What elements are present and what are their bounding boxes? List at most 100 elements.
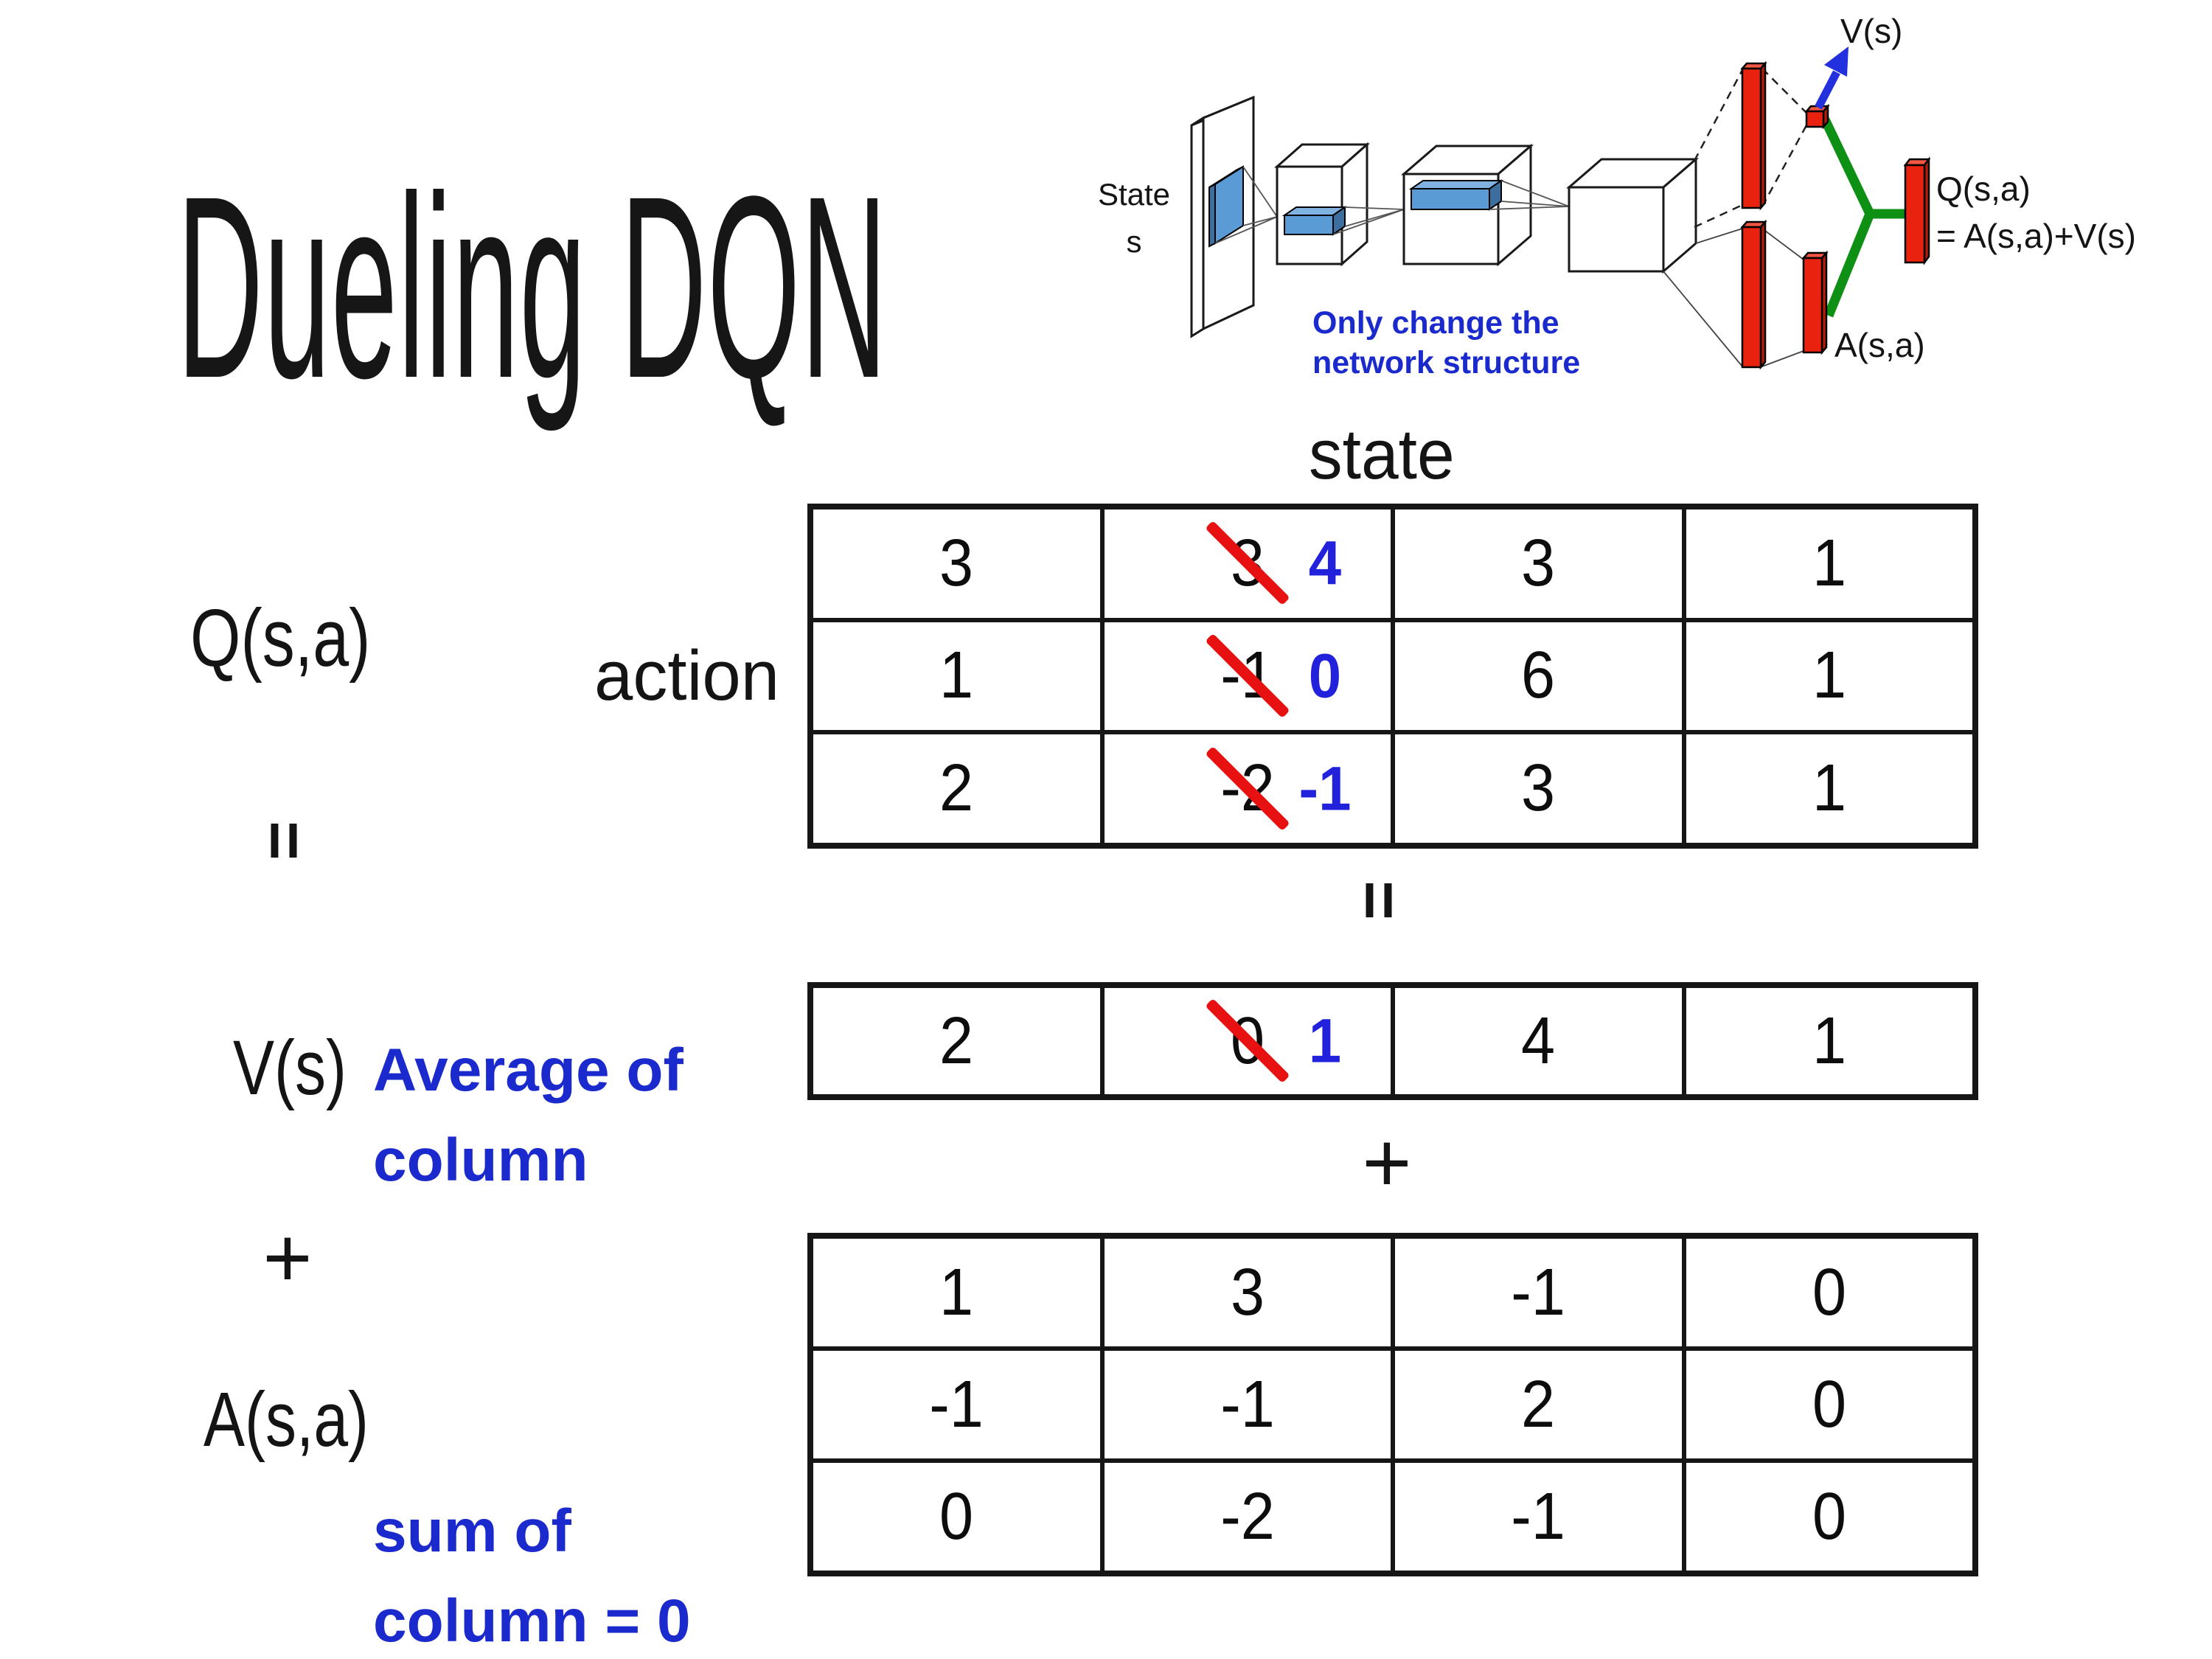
- cell-original-wrap: -1: [1205, 633, 1290, 719]
- a-cell-r1c0: -1: [811, 1349, 1102, 1461]
- cell-value: 3: [1521, 526, 1556, 600]
- diagram-note-line1: Only change the: [1312, 305, 1559, 341]
- q-cell-r2c3: 1: [1683, 732, 1975, 845]
- advantage-stream-lines: [1663, 228, 1804, 367]
- page-title: Dueling DQN: [177, 142, 888, 432]
- a-cell-r1c1: -1: [1102, 1349, 1393, 1461]
- q-cell-r1c0: 1: [811, 619, 1102, 733]
- advantage-output-bar: [1801, 250, 1829, 355]
- q-cell-r0c2: 3: [1393, 507, 1684, 620]
- cell-value: 0: [1812, 1255, 1846, 1329]
- cell-value: -1: [1220, 1367, 1275, 1441]
- sum-note: sum of column = 0: [373, 1486, 691, 1659]
- cell-corrected-value: -1: [1298, 754, 1352, 824]
- cell-corrected-value: 0: [1308, 641, 1341, 711]
- a-cell-r1c3: 0: [1683, 1349, 1975, 1461]
- merge-connector: [1820, 117, 1905, 318]
- cell-value: 3: [1521, 751, 1556, 826]
- a-cell-r0c1: 3: [1102, 1237, 1393, 1349]
- cell-value: 1: [939, 1255, 974, 1329]
- cell-value: 1: [1812, 751, 1846, 826]
- value-hidden-bar: [1740, 60, 1767, 211]
- fc-fan-lines: [1489, 180, 1570, 210]
- v-cell-c1: 0 1: [1102, 986, 1393, 1096]
- cell-corrected-value: 1: [1308, 1006, 1341, 1076]
- a-matrix-label: A(s,a): [204, 1377, 369, 1463]
- q-matrix-label: Q(s,a): [190, 593, 371, 684]
- equals-between-tables: =: [1341, 880, 1417, 920]
- q-cell-r0c1: 3 4: [1102, 507, 1393, 620]
- v-cell-c2: 4: [1393, 986, 1684, 1096]
- a-cell-r2c3: 0: [1683, 1461, 1975, 1573]
- cell-value: 3: [1230, 1255, 1265, 1329]
- plus-left: +: [262, 1211, 313, 1305]
- a-table: 1 3 -1 0 -1 -1 2 0 0 -2 -1 0: [807, 1233, 1978, 1576]
- average-note-line1: Average of: [373, 1037, 684, 1104]
- q-cell-r2c0: 2: [811, 732, 1102, 845]
- v-matrix-label: V(s): [233, 1025, 347, 1111]
- cell-value: -1: [929, 1367, 984, 1441]
- cell-original-wrap: 3: [1205, 521, 1290, 606]
- sum-note-line2: column = 0: [373, 1587, 691, 1655]
- conv2-feature-bar: [1408, 179, 1504, 211]
- cell-value: -1: [1511, 1255, 1566, 1329]
- q-cell-r1c3: 1: [1683, 619, 1975, 733]
- a-cell-r1c2: 2: [1393, 1349, 1684, 1461]
- value-arrow: [1815, 46, 1848, 110]
- value-stream-dashed-lines: [1693, 68, 1808, 229]
- state-axis-label: state: [1309, 415, 1455, 494]
- q-output-bar: [1903, 156, 1931, 265]
- conv2-fan-lines: [1332, 206, 1405, 235]
- diagram-v-label: V(s): [1840, 12, 1902, 50]
- cell-value: 1: [1812, 526, 1846, 600]
- a-cell-r0c3: 0: [1683, 1237, 1975, 1349]
- cell-value: 2: [939, 1004, 974, 1078]
- cell-value: 1: [1812, 1004, 1846, 1078]
- diagram-q-formula: = A(s,a)+V(s): [1936, 217, 2136, 255]
- action-axis-label: action: [594, 636, 780, 715]
- cell-value: 0: [939, 1479, 974, 1554]
- diagram-q-label: Q(s,a): [1936, 170, 2031, 208]
- cell-value: 2: [939, 751, 974, 826]
- v-cell-c3: 1: [1683, 986, 1975, 1096]
- a-cell-r2c1: -2: [1102, 1461, 1393, 1573]
- cell-value: -1: [1511, 1479, 1566, 1554]
- cell-value: 4: [1521, 1004, 1556, 1078]
- diagram-state-sub-label: s: [1127, 224, 1142, 259]
- cell-value: 1: [939, 639, 974, 713]
- q-cell-r1c1: -1 0: [1102, 619, 1393, 733]
- cell-value: -2: [1220, 1479, 1275, 1554]
- dueling-network-diagram: State s V(s) Q(s,a) = A(s,a)+V(s) A(s,a)…: [1098, 12, 2136, 380]
- a-cell-r2c2: -1: [1393, 1461, 1684, 1573]
- cell-value: 3: [939, 526, 974, 600]
- fc-box: [1565, 156, 1700, 274]
- conv1-box: [1274, 142, 1370, 267]
- q-cell-r0c3: 1: [1683, 507, 1975, 620]
- equals-left: =: [246, 821, 322, 860]
- conv1-feature-bar: [1281, 206, 1348, 236]
- q-cell-r2c1: -2 -1: [1102, 732, 1393, 845]
- diagram-a-label: A(s,a): [1834, 326, 1925, 364]
- cell-original-wrap: -2: [1205, 745, 1290, 831]
- plus-between-tables: +: [1362, 1116, 1412, 1210]
- average-note: Average of column: [373, 1026, 684, 1206]
- a-cell-r0c0: 1: [811, 1237, 1102, 1349]
- input-feature-patch: [1208, 165, 1244, 248]
- advantage-hidden-bar: [1740, 219, 1767, 370]
- cell-value: 2: [1521, 1367, 1556, 1441]
- cell-value: 0: [1812, 1367, 1846, 1441]
- a-cell-r2c0: 0: [811, 1461, 1102, 1573]
- diagram-state-label: State: [1098, 177, 1170, 212]
- cell-value: 1: [1812, 639, 1846, 713]
- cell-corrected-value: 4: [1308, 528, 1341, 598]
- q-table: 3 3 4 3 1 1 -1 0 6 1 2 -2 -1: [807, 504, 1978, 849]
- cell-value: 6: [1521, 639, 1556, 713]
- conv1-fan-lines: [1214, 166, 1278, 244]
- q-cell-r2c2: 3: [1393, 732, 1684, 845]
- v-cell-c0: 2: [811, 986, 1102, 1096]
- v-table: 2 0 1 4 1: [807, 982, 1978, 1100]
- q-cell-r0c0: 3: [811, 507, 1102, 620]
- value-output-node: [1804, 103, 1830, 130]
- cell-original-wrap: 0: [1205, 998, 1290, 1084]
